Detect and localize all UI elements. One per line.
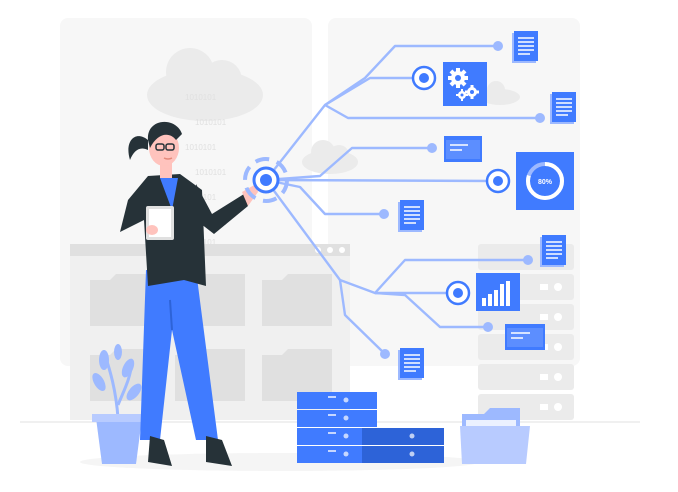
network-nodes	[379, 41, 545, 359]
server-stack	[297, 392, 444, 463]
progress-label: 80%	[538, 179, 553, 186]
binary-text: 1010101	[195, 118, 227, 127]
binary-text: 1010101	[195, 168, 227, 177]
potted-plant	[92, 344, 146, 464]
window-card	[505, 324, 545, 350]
selection-ring	[243, 157, 289, 203]
cloud-icon	[480, 81, 520, 105]
binary-text: 1010101	[185, 143, 217, 152]
folder-icon	[90, 274, 160, 326]
woman-character	[120, 121, 258, 466]
gear-icon	[448, 68, 468, 88]
folder-icon	[262, 349, 332, 401]
progress-card: 80%	[516, 152, 574, 210]
folder-icon	[460, 408, 530, 464]
network-lines	[265, 44, 540, 355]
plant-pot	[96, 418, 142, 464]
file-cabinet-window	[70, 244, 350, 420]
window-card	[444, 136, 482, 162]
settings-card	[443, 62, 487, 106]
gear-icon	[456, 89, 468, 101]
binary-text: 1010101	[185, 93, 217, 102]
document-icon	[540, 235, 566, 267]
bar-chart-card	[476, 273, 520, 311]
target-nodes	[411, 65, 511, 306]
document-icon	[398, 200, 424, 232]
document-icon	[550, 92, 576, 124]
folder-icon	[262, 274, 332, 326]
progress-ring	[526, 162, 564, 200]
document-icon	[512, 31, 538, 63]
cloud-icon	[147, 48, 263, 121]
gear-icon	[465, 85, 479, 99]
document-icon	[398, 348, 424, 380]
